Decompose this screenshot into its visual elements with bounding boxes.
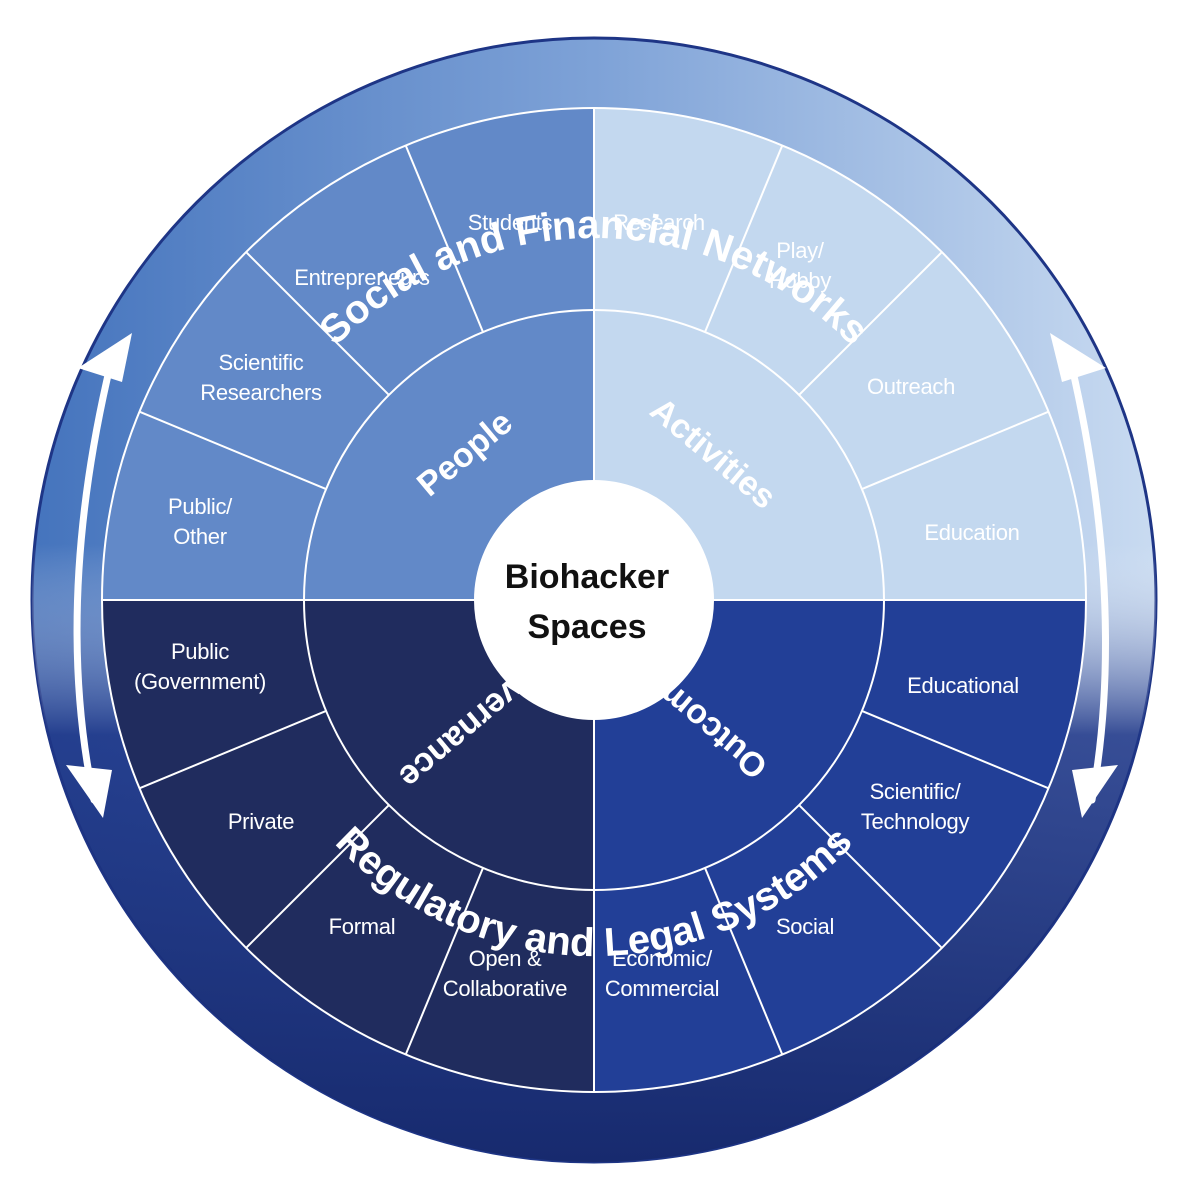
segment-label-line: Hobby bbox=[769, 268, 831, 293]
segment-label-line: Outreach bbox=[867, 374, 955, 399]
double-arrow-right-icon bbox=[1050, 333, 1118, 818]
segment-label-line: Commercial bbox=[605, 976, 719, 1001]
double-arrow-left-icon bbox=[66, 333, 132, 818]
segment-divider bbox=[861, 710, 1049, 790]
inner-ring-border bbox=[303, 309, 885, 891]
quadrant-outcomes-inner bbox=[594, 600, 884, 890]
segment-divider bbox=[245, 251, 390, 396]
segment-label-line: Public bbox=[171, 639, 229, 664]
segment-label-line: Other bbox=[173, 524, 227, 549]
center-title-line1: Biohacker bbox=[505, 558, 669, 596]
segment-label-line: Scientific/ bbox=[870, 779, 962, 804]
segment-divider bbox=[704, 145, 784, 333]
center-title-line2: Spaces bbox=[527, 608, 646, 646]
segment-label-line: Public/ bbox=[168, 494, 233, 519]
segment-label-line: Research bbox=[613, 210, 705, 235]
segment-label-outcomes-2: Scientific/Technology bbox=[861, 779, 970, 834]
segment-label-line: Students bbox=[468, 210, 553, 235]
segment-label-line: Educational bbox=[907, 673, 1019, 698]
segment-divider bbox=[798, 251, 943, 396]
segment-label-line: Play/ bbox=[776, 238, 825, 263]
segment-divider bbox=[404, 867, 484, 1055]
segment-label-line: Economic/ bbox=[612, 946, 713, 971]
segment-divider bbox=[245, 804, 390, 949]
quadrant-governance-inner bbox=[304, 600, 594, 890]
segment-label-activities-4: Education bbox=[924, 520, 1019, 545]
segment-label-line: Formal bbox=[329, 914, 396, 939]
center-hub: Biohacker Spaces bbox=[474, 480, 714, 720]
segment-label-line: Technology bbox=[861, 809, 970, 834]
segment-divider bbox=[704, 867, 784, 1055]
segment-label-people-1: Students bbox=[468, 210, 553, 235]
segment-divider bbox=[861, 410, 1049, 490]
segment-divider bbox=[139, 410, 327, 490]
outer-ring-border bbox=[101, 107, 1087, 1093]
segment-label-line: Open & bbox=[469, 946, 542, 971]
quadrant-activities-inner bbox=[594, 310, 884, 600]
segment-divider bbox=[404, 145, 484, 333]
segment-label-line: (Government) bbox=[134, 669, 266, 694]
segment-label-activities-3: Outreach bbox=[867, 374, 955, 399]
segment-divider bbox=[798, 804, 943, 949]
segment-label-outcomes-1: Educational bbox=[907, 673, 1019, 698]
segment-label-line: Social bbox=[776, 914, 834, 939]
segment-label-outcomes-3: Social bbox=[776, 914, 834, 939]
segment-label-people-2: Entrepreneurs bbox=[294, 265, 430, 290]
segment-label-governance-1: Public (Government) bbox=[134, 639, 266, 694]
segment-label-outcomes-4: Economic/Commercial bbox=[605, 946, 719, 1001]
segment-label-governance-4: Open & Collaborative bbox=[443, 946, 568, 1001]
segment-label-line: Researchers bbox=[200, 380, 322, 405]
segment-label-line: Private bbox=[228, 809, 294, 834]
segment-label-line: Scientific bbox=[218, 350, 303, 375]
segment-label-activities-2: Play/Hobby bbox=[769, 238, 831, 293]
segment-label-line: Entrepreneurs bbox=[294, 265, 430, 290]
segment-label-governance-2: Private bbox=[228, 809, 294, 834]
segment-label-people-4: Public/Other bbox=[168, 494, 233, 549]
segment-divider bbox=[139, 710, 327, 790]
segment-label-governance-3: Formal bbox=[329, 914, 396, 939]
quadrant-people-inner bbox=[304, 310, 594, 600]
segment-label-activities-1: Research bbox=[613, 210, 705, 235]
segment-label-line: Collaborative bbox=[443, 976, 568, 1001]
segment-label-line: Education bbox=[924, 520, 1019, 545]
